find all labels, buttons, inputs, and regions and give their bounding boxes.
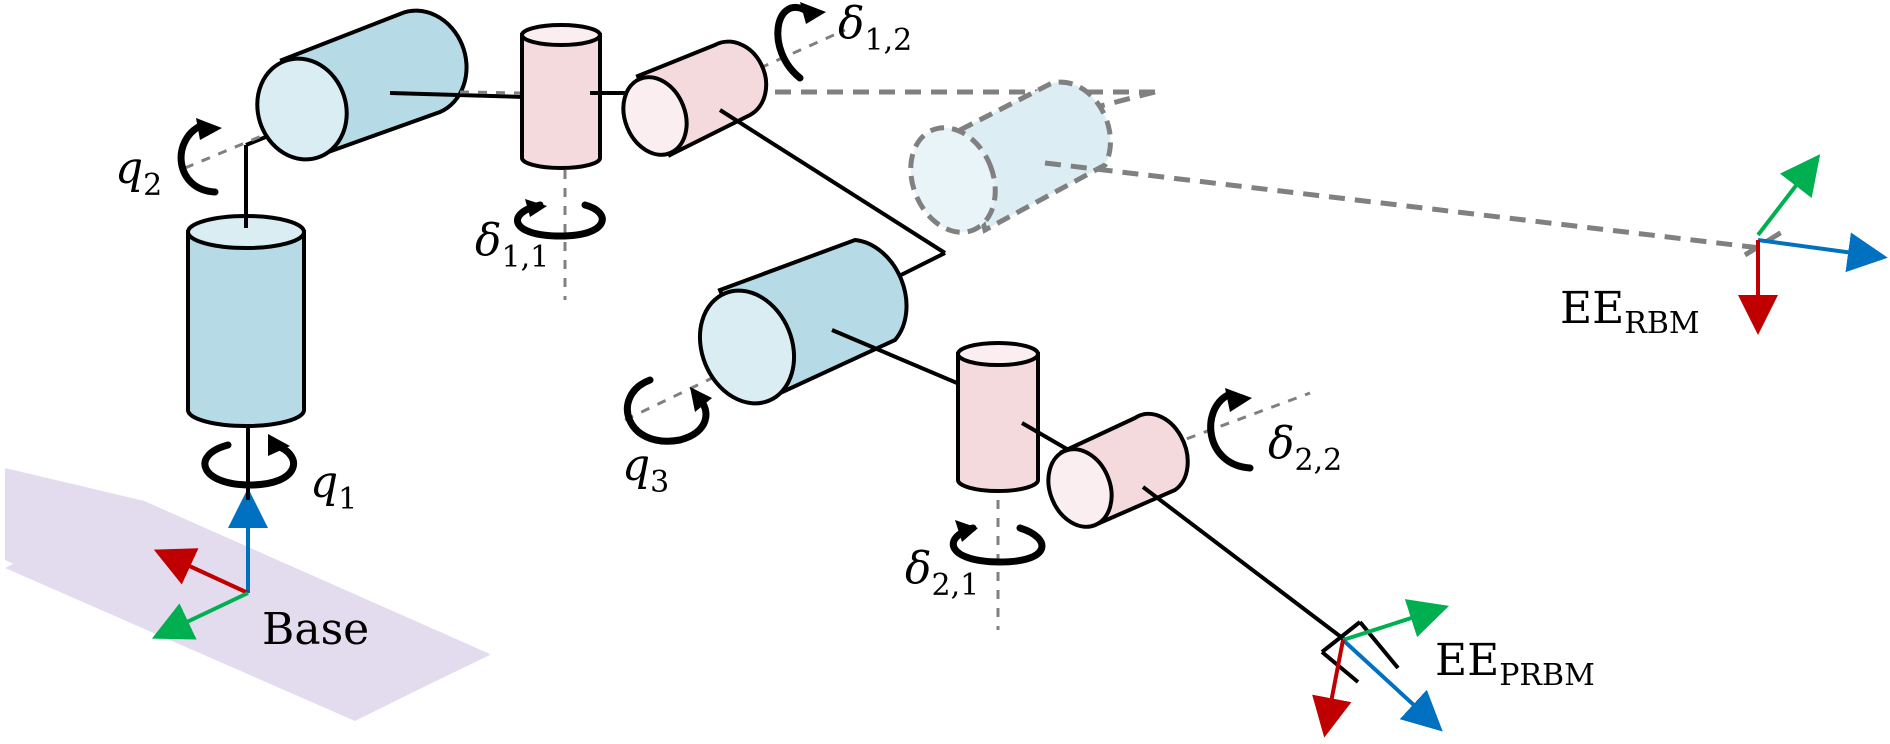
- axis-q3: [624, 353, 761, 422]
- rotation-delta-2-2-icon: [1207, 388, 1254, 472]
- joint-q2-cylinder: [255, 8, 469, 162]
- rotation-q2-icon: [177, 118, 222, 196]
- rotation-q1-icon: [201, 434, 297, 489]
- rotation-delta-1-2-icon: [774, 2, 826, 82]
- link-delta22-ee: [1141, 485, 1347, 642]
- ee-rbm-frame-z-axis: [1757, 232, 1888, 273]
- base-frame-y-axis: [151, 591, 249, 640]
- joint-delta-2-1-cylinder: [956, 341, 1040, 493]
- rbm-ghost-cylinder: [908, 79, 1113, 235]
- label-ee-prbm: EEPRBM: [1435, 635, 1595, 693]
- label-delta-1-2: δ1,2: [838, 0, 912, 58]
- label-delta-2-1: δ2,1: [905, 543, 979, 603]
- ee-rbm-frame: [1738, 154, 1888, 335]
- axis-delta-1-2: [759, 28, 846, 70]
- label-q3: q3: [622, 440, 669, 500]
- joint-delta-1-2-cylinder: [621, 39, 769, 158]
- base-plane-quad: [5, 500, 490, 721]
- base-frame-x-axis: [153, 548, 249, 595]
- ee-prbm-frame-x-axis: [1312, 639, 1352, 738]
- label-delta-2-2: δ2,2: [1268, 418, 1342, 478]
- label-q2: q2: [115, 143, 162, 203]
- rbm-reference-ee-tail: [1743, 227, 1787, 258]
- link-delta21-delta22: [1020, 421, 1074, 454]
- label-base: Base: [262, 604, 369, 655]
- joint-delta-2-2-cylinder: [1046, 411, 1190, 529]
- label-q1: q1: [310, 457, 357, 517]
- label-ee-rbm: EERBM: [1560, 283, 1700, 341]
- rotation-delta-2-1-icon: [949, 520, 1046, 566]
- joint-q1-cylinder: [186, 214, 306, 428]
- ee-prbm-frame-y-axis: [1342, 599, 1450, 642]
- axis-delta-2-2: [1169, 391, 1311, 447]
- link-q2-delta11: [389, 91, 526, 99]
- base-frame: [151, 488, 268, 640]
- axis-link1-ref: [459, 90, 526, 95]
- joint-q3-cylinder: [697, 237, 909, 406]
- link-q3-elbow: [894, 251, 946, 280]
- link-delta12-q3: [718, 108, 947, 255]
- ee-prbm-frame-z-axis: [1341, 638, 1443, 732]
- rotation-delta-1-1-icon: [514, 199, 606, 240]
- rbm-reference-ee: [1044, 160, 1761, 251]
- ee-rbm-frame-y-axis: [1756, 154, 1821, 237]
- joint-delta-1-1-cylinder: [520, 23, 602, 170]
- rotation-q3-icon: [623, 376, 712, 445]
- end-effector-gripper: [1320, 620, 1400, 684]
- ee-prbm-frame: [1312, 599, 1450, 738]
- label-delta-1-1: δ1,1: [475, 215, 549, 275]
